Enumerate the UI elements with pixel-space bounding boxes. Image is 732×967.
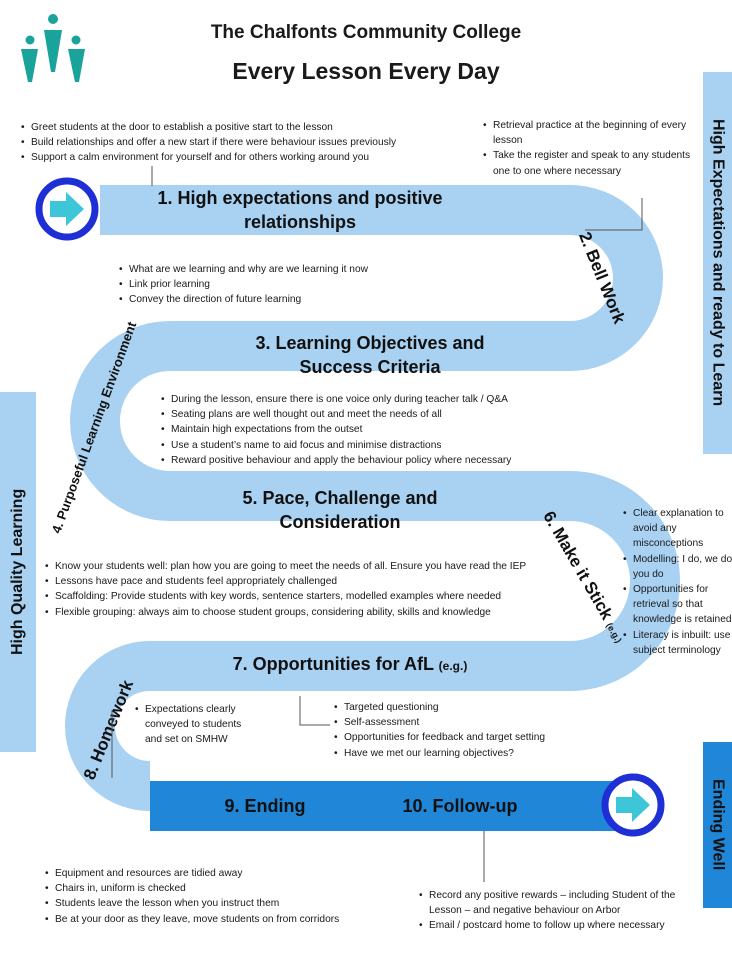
list-item: During the lesson, ensure there is one v… xyxy=(161,392,571,407)
list-item: Flexible grouping: always aim to choose … xyxy=(45,605,575,620)
list-item: Retrieval practice at the beginning of e… xyxy=(483,118,698,148)
connector-afl xyxy=(299,696,330,726)
list-item: Use a student’s name to aid focus and mi… xyxy=(161,438,571,453)
list-item: Chairs in, uniform is checked xyxy=(45,881,415,896)
pathway-dark xyxy=(150,781,626,831)
connector-bell xyxy=(585,198,643,231)
notes-greet: Greet students at the door to establish … xyxy=(20,120,491,166)
stage-1-label: 1. High expectations and positive relati… xyxy=(157,188,443,232)
list-item: Lessons have pace and students feel appr… xyxy=(45,574,575,589)
school-name: The Chalfonts Community College xyxy=(210,22,522,43)
notes-pace: Know your students well: plan how you ar… xyxy=(44,559,575,620)
stage-9-label: 9. Ending xyxy=(224,796,306,816)
list-item: Greet students at the door to establish … xyxy=(21,120,491,135)
list-item: Build relationships and offer a new star… xyxy=(21,135,491,150)
list-item: What are we learning and why are we lear… xyxy=(119,262,459,277)
list-item: Record any positive rewards – including … xyxy=(419,888,701,918)
notes-make-it-stick: Clear explanation to avoid any misconcep… xyxy=(622,506,732,658)
sidebar-high-expectations: High Expectations and ready to Learn xyxy=(703,72,732,454)
list-item: Know your students well: plan how you ar… xyxy=(45,559,575,574)
list-item: Have we met our learning objectives? xyxy=(334,746,604,761)
list-item: Be at your door as they leave, move stud… xyxy=(45,912,415,927)
list-item: Email / postcard home to follow up where… xyxy=(419,918,701,933)
list-item: Maintain high expectations from the outs… xyxy=(161,422,571,437)
list-item: Opportunities for retrieval so that know… xyxy=(623,582,732,628)
list-item: Modelling: I do, we do, you do xyxy=(623,552,732,582)
pathway-light xyxy=(65,185,680,811)
list-item: Self-assessment xyxy=(334,715,604,730)
list-item: Scaffolding: Provide students with key w… xyxy=(45,589,575,604)
start-arrow-icon xyxy=(35,177,99,241)
list-item: Clear explanation to avoid any misconcep… xyxy=(623,506,732,552)
end-arrow-icon xyxy=(601,773,665,837)
stage-3-label: 3. Learning Objectives and Success Crite… xyxy=(255,333,485,377)
notes-ending: Equipment and resources are tidied away … xyxy=(44,866,415,927)
stage-5-label: 5. Pace, Challenge and Consideration xyxy=(242,488,438,532)
list-item: Link prior learning xyxy=(119,277,459,292)
logo-icon xyxy=(21,14,85,82)
page-title: Every Lesson Every Day xyxy=(232,58,500,84)
list-item: Targeted questioning xyxy=(334,700,604,715)
stage-7-label: 7. Opportunities for AfL (e.g.) xyxy=(232,654,468,674)
notes-afl: Targeted questioning Self-assessment Opp… xyxy=(333,700,604,761)
notes-follow-up: Record any positive rewards – including … xyxy=(418,888,701,934)
notes-homework: Expectations clearly conveyed to student… xyxy=(134,702,245,748)
list-item: Equipment and resources are tidied away xyxy=(45,866,415,881)
list-item: Students leave the lesson when you instr… xyxy=(45,896,415,911)
notes-bell-work: Retrieval practice at the beginning of e… xyxy=(482,118,698,179)
list-item: Seating plans are well thought out and m… xyxy=(161,407,571,422)
list-item: Expectations clearly conveyed to student… xyxy=(135,702,245,748)
notes-environment: During the lesson, ensure there is one v… xyxy=(160,392,571,468)
list-item: Opportunities for feedback and target se… xyxy=(334,730,604,745)
list-item: Support a calm environment for yourself … xyxy=(21,150,491,165)
stage-10-label: 10. Follow-up xyxy=(402,796,518,816)
list-item: Reward positive behaviour and apply the … xyxy=(161,453,571,468)
list-item: Convey the direction of future learning xyxy=(119,292,459,307)
list-item: Take the register and speak to any stude… xyxy=(483,148,698,178)
sidebar-ending-well: Ending Well xyxy=(703,742,732,908)
list-item: Literacy is inbuilt: use subject termino… xyxy=(623,628,732,658)
notes-objectives: What are we learning and why are we lear… xyxy=(118,262,459,308)
